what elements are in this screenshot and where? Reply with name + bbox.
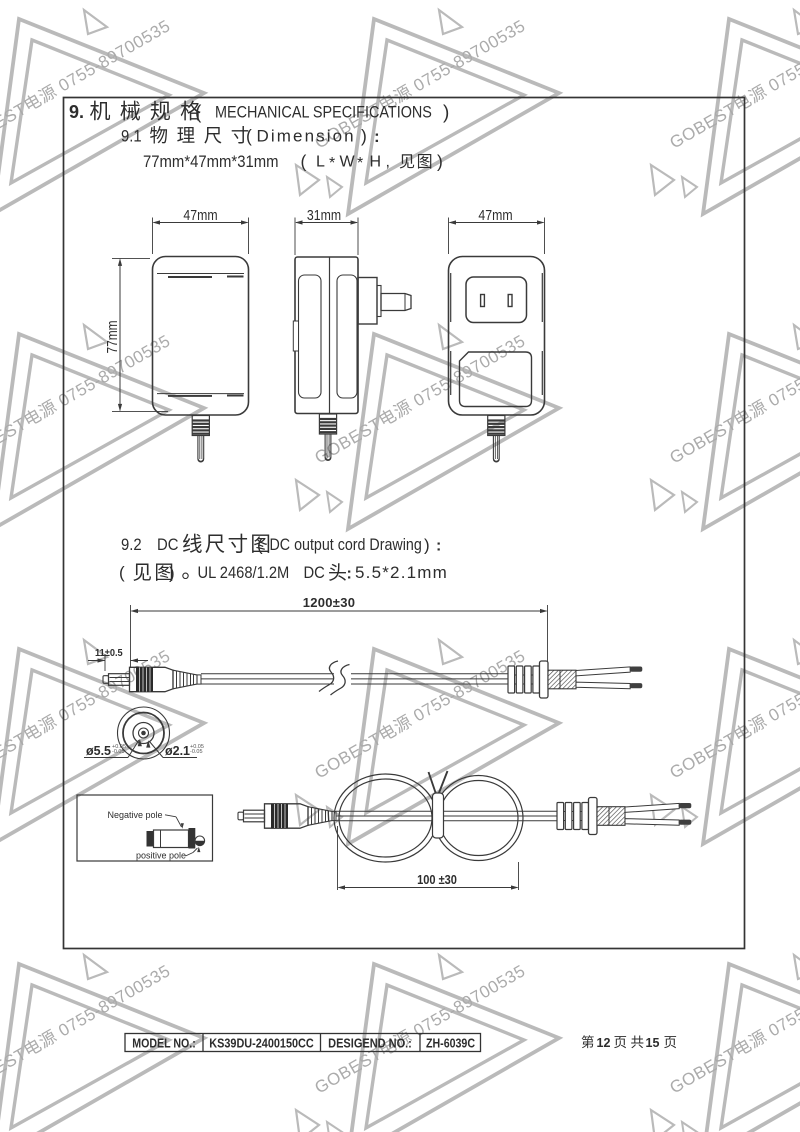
- svg-text:+0.05: +0.05: [190, 744, 204, 750]
- svg-text:页: 页: [664, 1035, 678, 1050]
- svg-text:): ): [424, 536, 430, 555]
- svg-text:): ): [361, 126, 367, 146]
- svg-text:(: (: [257, 536, 263, 555]
- svg-text:DC: DC: [304, 564, 325, 582]
- svg-text:positive pole: positive pole: [136, 851, 186, 861]
- svg-text:15: 15: [646, 1036, 660, 1050]
- svg-text:*: *: [357, 155, 363, 172]
- svg-text:9.1: 9.1: [121, 128, 142, 146]
- svg-text:共: 共: [631, 1035, 645, 1050]
- svg-text:ø5.5: ø5.5: [86, 744, 111, 758]
- svg-text:12: 12: [597, 1036, 611, 1050]
- svg-text:MECHANICAL SPECIFICATIONS: MECHANICAL SPECIFICATIONS: [215, 103, 432, 121]
- svg-text:机械规格: 机械规格: [90, 101, 211, 124]
- svg-text:47mm: 47mm: [478, 207, 512, 223]
- svg-text:W: W: [340, 154, 356, 171]
- svg-text:): ): [443, 103, 449, 124]
- svg-text:DESIGEND NO.:: DESIGEND NO.:: [328, 1037, 412, 1051]
- svg-text:见图: 见图: [133, 562, 177, 584]
- svg-text:ø2.1: ø2.1: [165, 744, 190, 758]
- svg-text:H: H: [370, 154, 382, 171]
- svg-text:线尺寸图: 线尺寸图: [182, 533, 273, 556]
- svg-text:KS39DU-2400150CC: KS39DU-2400150CC: [209, 1037, 314, 1051]
- svg-text:9.: 9.: [69, 102, 84, 122]
- svg-text:47mm: 47mm: [183, 207, 217, 223]
- svg-text:77mm*47mm*31mm: 77mm*47mm*31mm: [143, 153, 279, 171]
- svg-text:L: L: [316, 154, 325, 171]
- svg-text::: :: [374, 127, 380, 146]
- svg-text:(: (: [301, 152, 307, 172]
- svg-text:9.2: 9.2: [121, 536, 142, 554]
- svg-text:物理尺寸: 物理尺寸: [150, 125, 258, 146]
- svg-text:77mm: 77mm: [104, 320, 120, 353]
- svg-text:(: (: [195, 103, 202, 124]
- svg-text:DC: DC: [157, 536, 178, 554]
- svg-text:1200±30: 1200±30: [303, 595, 356, 610]
- svg-text:第: 第: [581, 1034, 595, 1050]
- svg-text:Dimension: Dimension: [257, 127, 356, 146]
- svg-text:31mm: 31mm: [307, 207, 341, 223]
- svg-text:见图: 见图: [399, 154, 434, 171]
- svg-text:+0.05: +0.05: [112, 744, 126, 750]
- svg-text:): ): [169, 564, 175, 583]
- svg-text:): ): [437, 152, 443, 172]
- svg-text:页: 页: [614, 1035, 628, 1050]
- svg-text:(: (: [119, 563, 125, 582]
- svg-text:DC output cord Drawing: DC output cord Drawing: [270, 536, 422, 554]
- svg-text:,: ,: [386, 154, 390, 171]
- svg-text:100 ±30: 100 ±30: [417, 872, 457, 887]
- svg-text:(: (: [246, 126, 252, 146]
- svg-text::: :: [347, 566, 352, 583]
- svg-text:5.5*2.1mm: 5.5*2.1mm: [355, 563, 448, 582]
- svg-text:-0.05: -0.05: [190, 749, 203, 755]
- svg-text:MODEL NO.:: MODEL NO.:: [132, 1037, 196, 1051]
- svg-text:头: 头: [328, 562, 347, 584]
- svg-text:ZH-6039C: ZH-6039C: [426, 1037, 476, 1051]
- svg-text::: :: [436, 538, 441, 555]
- svg-text:Negative pole: Negative pole: [108, 810, 163, 820]
- svg-text:-0.05: -0.05: [112, 749, 125, 755]
- svg-text:11±0.5: 11±0.5: [95, 648, 123, 660]
- svg-text:UL 2468/1.2M: UL 2468/1.2M: [198, 564, 290, 582]
- svg-text:*: *: [329, 155, 335, 172]
